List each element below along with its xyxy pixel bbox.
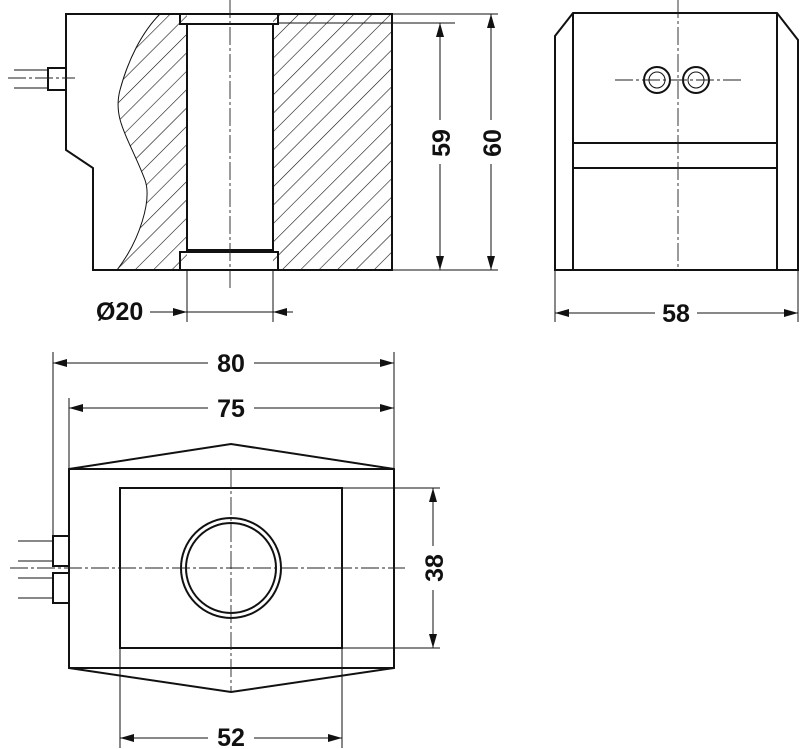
connector-pin	[14, 67, 67, 91]
front-section-view	[8, 0, 498, 322]
connector-pin-upper	[18, 535, 70, 567]
dim-label-75: 75	[217, 395, 245, 423]
connector-pin-lower	[18, 572, 70, 604]
top-view	[10, 352, 440, 748]
dimension-length-body: 75	[69, 394, 394, 423]
dim-label-38: 38	[421, 554, 449, 582]
dim-label-80: 80	[217, 350, 245, 378]
dimension-length-total: 80	[53, 349, 394, 378]
dimension-height-bore: 59	[428, 23, 456, 270]
dimension-inner-width: 52	[120, 724, 342, 749]
dimension-width-side: 58	[555, 300, 798, 328]
dim-label-52: 52	[217, 724, 245, 749]
section-hatch-left	[117, 14, 187, 270]
dimension-inner-height: 38	[421, 488, 449, 648]
dimension-bore-diameter: Ø20	[96, 298, 293, 326]
dim-label-diameter-20: Ø20	[96, 298, 143, 326]
dim-label-58: 58	[662, 300, 690, 328]
dim-label-59: 59	[428, 129, 456, 157]
section-hatch-right	[273, 14, 392, 270]
dim-label-60: 60	[479, 129, 507, 157]
side-body-outline	[554, 12, 799, 271]
side-view	[554, 0, 799, 322]
dimension-height-total: 60	[479, 14, 507, 270]
